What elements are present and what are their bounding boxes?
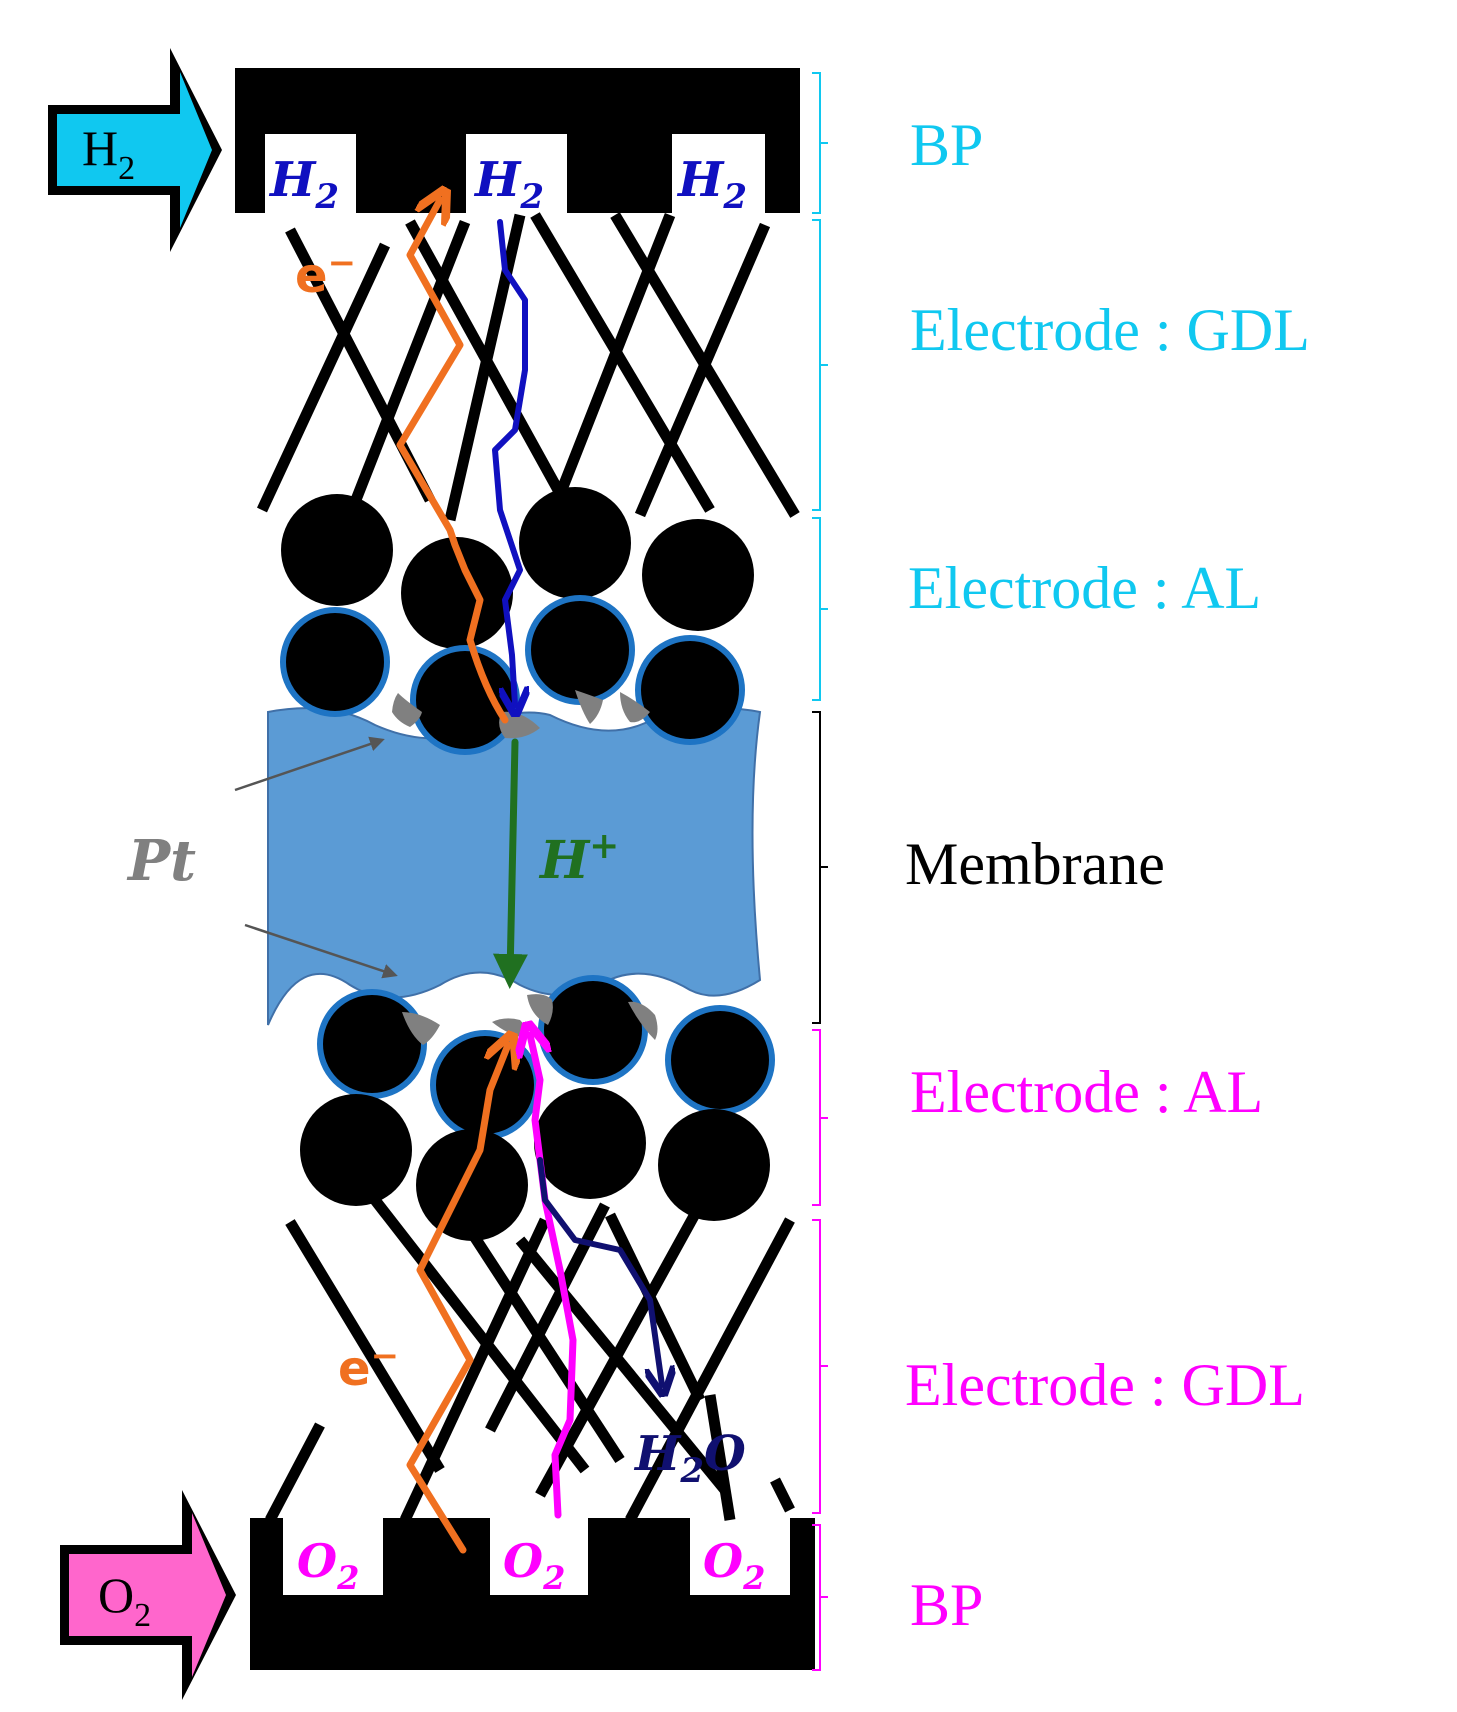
electron-path-anode (396, 200, 509, 724)
label-cathode-bp: BP (910, 1572, 983, 1638)
h2-inlet-label: H2 (82, 120, 135, 187)
label-cathode-al: Electrode : AL (910, 1059, 1263, 1125)
bracket-membrane (812, 711, 828, 1024)
h2-inlet-arrow: H2 (48, 48, 222, 252)
channel-h2-label: H2 (268, 152, 339, 217)
layer-brackets (812, 72, 828, 1671)
label-anode-al: Electrode : AL (908, 555, 1261, 621)
o2-inlet-label: O2 (98, 1567, 151, 1634)
cathode-channel-labels: O2 O2 O2 (297, 1534, 765, 1597)
anode-bipolar-plate (235, 68, 800, 213)
electron-label-cathode: e− (338, 1336, 399, 1397)
cathode-bipolar-plate (250, 1518, 815, 1670)
label-cathode-gdl: Electrode : GDL (905, 1352, 1305, 1418)
oxygen-path (530, 1035, 577, 1519)
electron-label-anode: e− (295, 243, 356, 304)
layer-labels: BP Electrode : GDL Electrode : AL Membra… (905, 112, 1310, 1638)
channel-h2-label: H2 (676, 152, 747, 217)
channel-h2-label: H2 (473, 152, 544, 217)
bracket-cathode-bp (812, 1524, 828, 1671)
bracket-cathode-gdl (812, 1219, 828, 1514)
cathode-gdl-fibers (265, 1196, 795, 1523)
electron-path-cathode (406, 1045, 508, 1554)
o2-inlet-arrow: O2 (60, 1490, 236, 1700)
water-path (537, 1157, 662, 1385)
proton-label: H+ (538, 825, 619, 891)
anode-channel-labels: H2 H2 H2 (268, 152, 747, 217)
channel-o2-label: O2 (503, 1534, 565, 1597)
anode-pt-particles (392, 690, 650, 739)
bracket-anode-gdl (812, 219, 828, 511)
pt-pointer-line (234, 736, 385, 792)
transport-paths (396, 200, 662, 1554)
proton-path (492, 738, 528, 989)
label-anode-gdl: Electrode : GDL (910, 297, 1310, 363)
anode-gdl-fibers (257, 212, 800, 523)
bracket-cathode-al (812, 1029, 828, 1206)
anode-al-particles (280, 487, 754, 755)
hydrogen-path (492, 219, 525, 705)
pt-pointer-line (244, 923, 398, 979)
bracket-anode-bp (812, 72, 828, 214)
channel-o2-label: O2 (297, 1534, 359, 1597)
label-anode-bp: BP (910, 112, 983, 178)
pt-callout: Pt (126, 736, 398, 979)
water-label: H2O (633, 1426, 746, 1491)
channel-o2-label: O2 (703, 1534, 765, 1597)
pt-label: Pt (126, 828, 196, 894)
bracket-anode-al (812, 517, 828, 701)
label-membrane: Membrane (905, 831, 1165, 897)
